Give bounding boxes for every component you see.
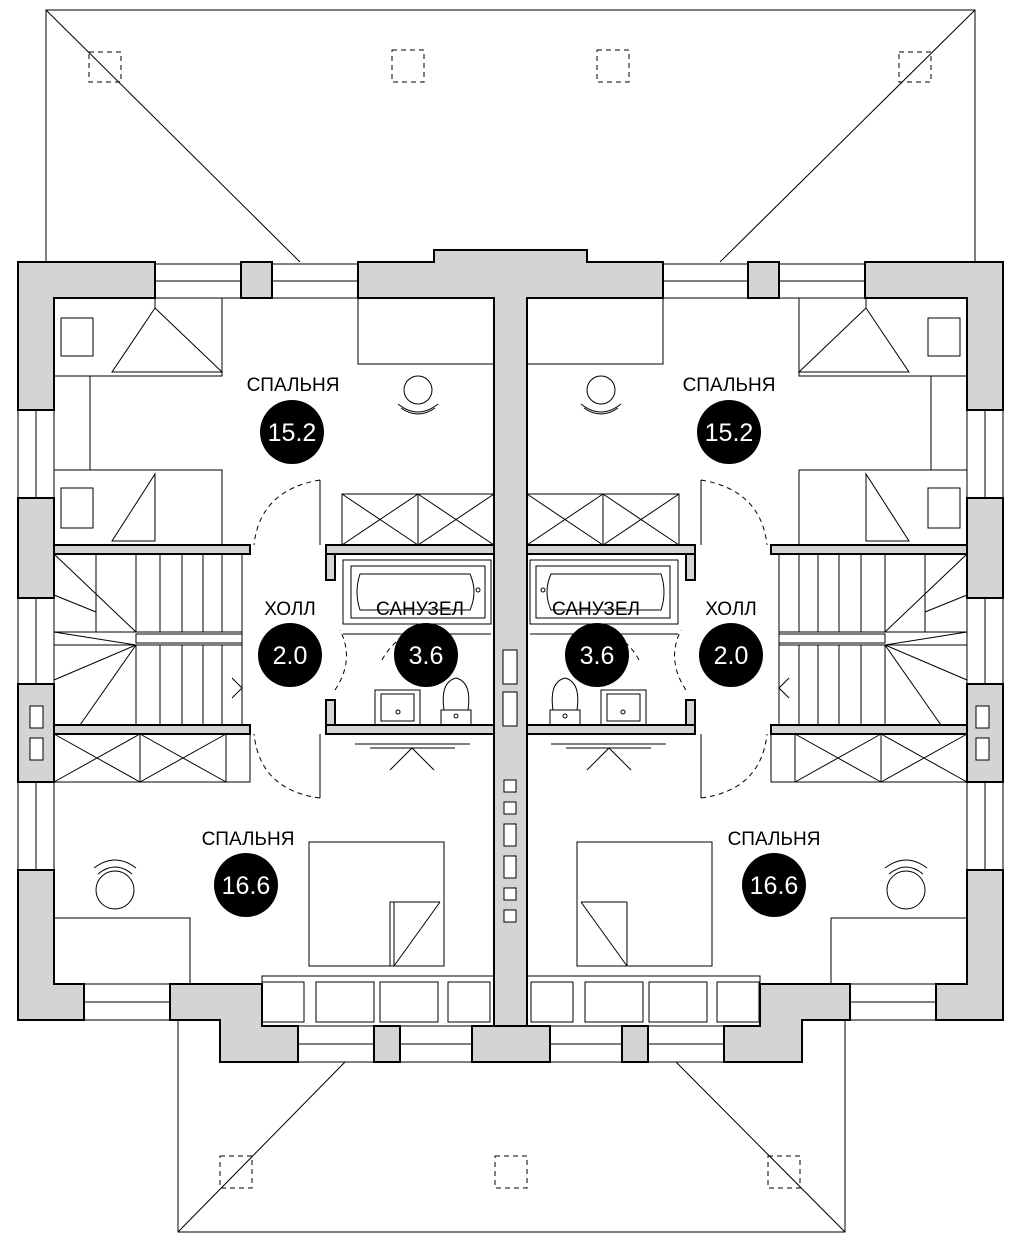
room-label: СПАЛЬНЯ: [728, 829, 821, 850]
area-badge: [699, 623, 763, 687]
walls: [17, 249, 1004, 1063]
area-value: 16.6: [750, 872, 799, 900]
room-bath-right: САНУЗЕЛ 3.6: [552, 599, 640, 687]
room-bedroom-top-left: СПАЛЬНЯ 15.2: [247, 375, 340, 464]
area-value: 2.0: [273, 642, 308, 670]
area-value: 15.2: [705, 419, 754, 447]
room-label: ХОЛЛ: [264, 599, 316, 620]
stairs-right: [778, 553, 968, 726]
area-badge: [214, 853, 278, 917]
room-bedroom-top-right: СПАЛЬНЯ 15.2: [683, 375, 776, 464]
room-hall-left: ХОЛЛ 2.0: [258, 599, 322, 687]
area-badge: [697, 400, 761, 464]
room-label: СПАЛЬНЯ: [202, 829, 295, 850]
room-label: СПАЛЬНЯ: [247, 375, 340, 396]
wardrobes-stairs: [53, 733, 968, 783]
furniture-bottom-right: [526, 841, 968, 1027]
room-bath-left: САНУЗЕЛ 3.6: [376, 599, 464, 687]
bedroom-doors: [355, 743, 666, 771]
area-badge: [258, 623, 322, 687]
room-hall-right: ХОЛЛ 2.0: [699, 599, 763, 687]
stairs-left: [53, 553, 243, 726]
furniture-top-right: [526, 297, 968, 546]
area-badge: [394, 623, 458, 687]
room-label: СПАЛЬНЯ: [683, 375, 776, 396]
area-value: 2.0: [714, 642, 749, 670]
area-badge: [260, 400, 324, 464]
furniture-bottom-left: [53, 841, 495, 1027]
area-badge: [565, 623, 629, 687]
room-bedroom-bottom-right: СПАЛЬНЯ 16.6: [728, 829, 821, 917]
room-label: САНУЗЕЛ: [376, 599, 464, 620]
area-value: 3.6: [409, 642, 444, 670]
area-value: 3.6: [580, 642, 615, 670]
area-value: 15.2: [268, 419, 317, 447]
room-label: ХОЛЛ: [705, 599, 757, 620]
room-bedroom-bottom-left: СПАЛЬНЯ 16.6: [202, 829, 295, 917]
roof-top: [45, 9, 976, 263]
area-badge: [742, 853, 806, 917]
furniture-top-left: [53, 297, 495, 546]
area-value: 16.6: [222, 872, 271, 900]
windows: [17, 263, 1004, 1063]
room-label: САНУЗЕЛ: [552, 599, 640, 620]
roof-bottom: [177, 1020, 846, 1233]
